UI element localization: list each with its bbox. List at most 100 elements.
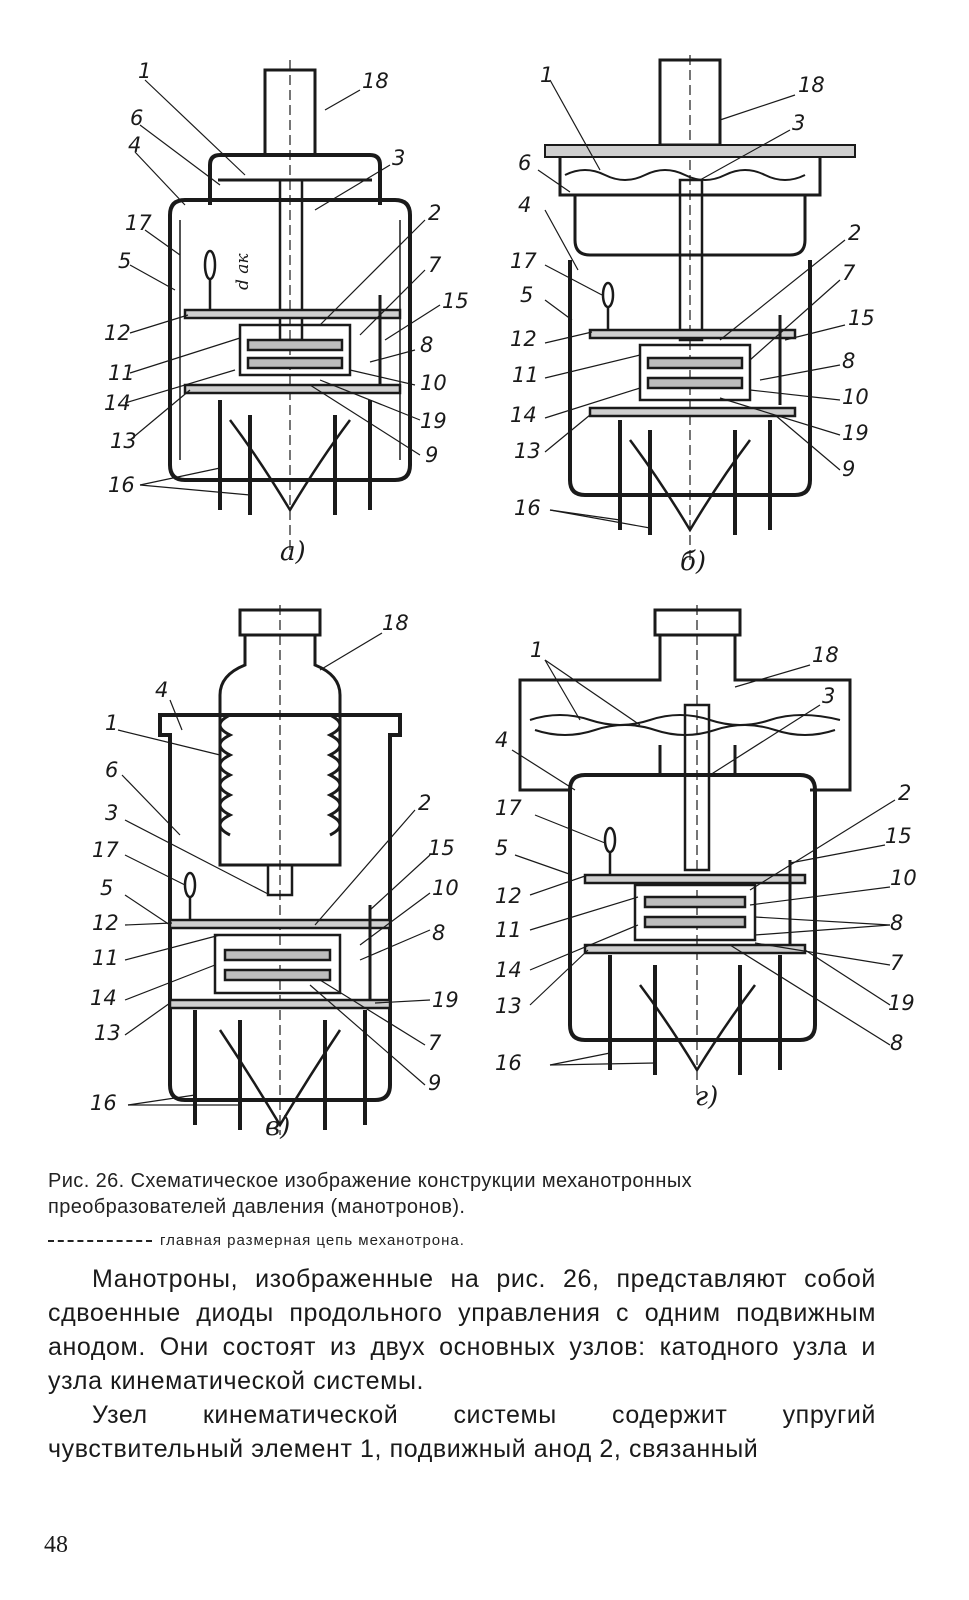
callout-a-8: 8 (420, 333, 433, 357)
callout-v-18: 18 (382, 611, 409, 635)
callout-b-6: 6 (518, 151, 531, 175)
callout-b-19: 19 (842, 421, 869, 445)
figure-panel-g: 1 18 3 4 2 17 15 5 10 12 8 11 7 14 19 13… (490, 605, 917, 1145)
callout-b-4: 4 (518, 193, 531, 217)
panel-label-a: а) (280, 537, 306, 567)
panel-label-b: б) (680, 547, 706, 577)
callout-a-3: 3 (392, 146, 405, 170)
figure-legend: главная размерная цепь механотрона. (48, 1232, 878, 1249)
callout-g-3: 3 (822, 684, 835, 708)
callout-v-2: 2 (418, 791, 431, 815)
page-number: 48 (44, 1532, 68, 1558)
callout-a-1: 1 (138, 59, 151, 83)
callout-g-17: 17 (495, 796, 522, 820)
figure-caption: Рис. 26. Схематическое изображение конст… (48, 1168, 878, 1220)
callout-v-10: 10 (432, 876, 459, 900)
paragraph-1: Манотроны, изображенные на рис. 26, пред… (48, 1265, 876, 1395)
callout-a-14: 14 (104, 391, 131, 415)
callout-a-15: 15 (442, 289, 469, 313)
callout-b-1: 1 (540, 63, 553, 87)
callout-g-19: 19 (888, 991, 915, 1015)
callout-g-15: 15 (885, 824, 912, 848)
callout-b-16: 16 (514, 496, 541, 520)
callout-a-19: 19 (420, 409, 447, 433)
callout-b-10: 10 (842, 385, 869, 409)
callout-b-9: 9 (842, 457, 855, 481)
callout-b-17: 17 (510, 249, 537, 273)
caption-line-2: преобразователей давления (манотронов). (48, 1196, 466, 1218)
callout-g-7: 7 (890, 951, 904, 975)
callout-g-8b: 8 (890, 1031, 903, 1055)
callout-v-9: 9 (428, 1071, 441, 1095)
figure-panel-v: 18 4 1 6 2 3 15 17 10 5 12 8 11 14 19 13… (70, 605, 490, 1145)
manotron-drawing-g: 1 18 3 4 2 17 15 5 10 12 8 11 7 14 19 13… (495, 605, 917, 1112)
callout-v-15: 15 (428, 836, 455, 860)
callout-a-10: 10 (420, 371, 447, 395)
callout-b-18: 18 (798, 73, 825, 97)
figure-26: d ак 1 18 6 3 4 2 17 5 7 15 12 8 11 10 1… (30, 40, 930, 1160)
callout-a-13: 13 (110, 429, 137, 453)
callout-b-12: 12 (510, 327, 537, 351)
callout-b-15: 15 (848, 306, 875, 330)
callout-b-2: 2 (848, 221, 861, 245)
callout-v-4: 4 (155, 678, 168, 702)
callout-g-11: 11 (495, 918, 522, 942)
callout-b-5: 5 (520, 283, 533, 307)
callout-b-13: 13 (514, 439, 541, 463)
callout-b-8: 8 (842, 349, 855, 373)
callout-v-13: 13 (94, 1021, 121, 1045)
callout-g-8: 8 (890, 911, 903, 935)
callout-v-1: 1 (105, 711, 118, 735)
callout-a-9: 9 (425, 443, 438, 467)
callout-g-2: 2 (898, 781, 911, 805)
callout-v-11: 11 (92, 946, 119, 970)
callout-a-16: 16 (108, 473, 135, 497)
callout-a-17: 17 (125, 211, 152, 235)
callout-a-2: 2 (428, 201, 441, 225)
callout-a-6: 6 (130, 106, 143, 130)
callout-g-18: 18 (812, 643, 839, 667)
callout-v-19: 19 (432, 988, 459, 1012)
dashed-line-symbol (48, 1240, 152, 1243)
callout-a-5: 5 (118, 249, 131, 273)
callout-v-8: 8 (432, 921, 445, 945)
panel-label-g: г) (695, 1082, 718, 1112)
figure-panel-a: d ак 1 18 6 3 4 2 17 5 7 15 12 8 11 10 1… (70, 40, 490, 580)
callout-g-5: 5 (495, 836, 508, 860)
manotron-drawing-a: d ак 1 18 6 3 4 2 17 5 7 15 12 8 11 10 1… (104, 59, 469, 567)
callout-g-13: 13 (495, 994, 522, 1018)
dim-label-dak: d ак (233, 253, 253, 290)
caption-line-1: Рис. 26. Схематическое изображение конст… (48, 1170, 692, 1192)
callout-g-12: 12 (495, 884, 522, 908)
body-text: Манотроны, изображенные на рис. 26, пред… (48, 1262, 876, 1466)
callout-v-12: 12 (92, 911, 119, 935)
callout-g-1: 1 (530, 638, 543, 662)
callout-a-4: 4 (128, 133, 141, 157)
callout-b-11: 11 (512, 363, 539, 387)
callout-b-7: 7 (842, 261, 856, 285)
callout-v-3: 3 (105, 801, 118, 825)
callout-v-7: 7 (428, 1031, 442, 1055)
callout-g-14: 14 (495, 958, 522, 982)
callout-b-3: 3 (792, 111, 805, 135)
legend-text: главная размерная цепь механотрона. (160, 1232, 465, 1249)
paragraph-2: Узел кинематической системы содержит упр… (48, 1401, 876, 1463)
panel-label-v: в) (265, 1112, 290, 1142)
callout-a-18: 18 (362, 69, 389, 93)
callout-v-17: 17 (92, 838, 119, 862)
callout-a-12: 12 (104, 321, 131, 345)
callout-v-16: 16 (90, 1091, 117, 1115)
manotron-drawing-b: 1 18 3 6 4 2 17 7 5 15 12 8 11 10 14 19 … (510, 55, 875, 577)
figure-panel-b: 1 18 3 6 4 2 17 7 5 15 12 8 11 10 14 19 … (490, 40, 910, 580)
callout-g-4: 4 (495, 728, 508, 752)
callout-a-7: 7 (428, 253, 442, 277)
callout-g-16: 16 (495, 1051, 522, 1075)
manotron-drawing-v: 18 4 1 6 2 3 15 17 10 5 12 8 11 14 19 13… (90, 605, 459, 1142)
callout-v-14: 14 (90, 986, 117, 1010)
callout-v-6: 6 (105, 758, 118, 782)
callout-v-5: 5 (100, 876, 113, 900)
callout-b-14: 14 (510, 403, 537, 427)
callout-g-10: 10 (890, 866, 917, 890)
callout-a-11: 11 (108, 361, 135, 385)
